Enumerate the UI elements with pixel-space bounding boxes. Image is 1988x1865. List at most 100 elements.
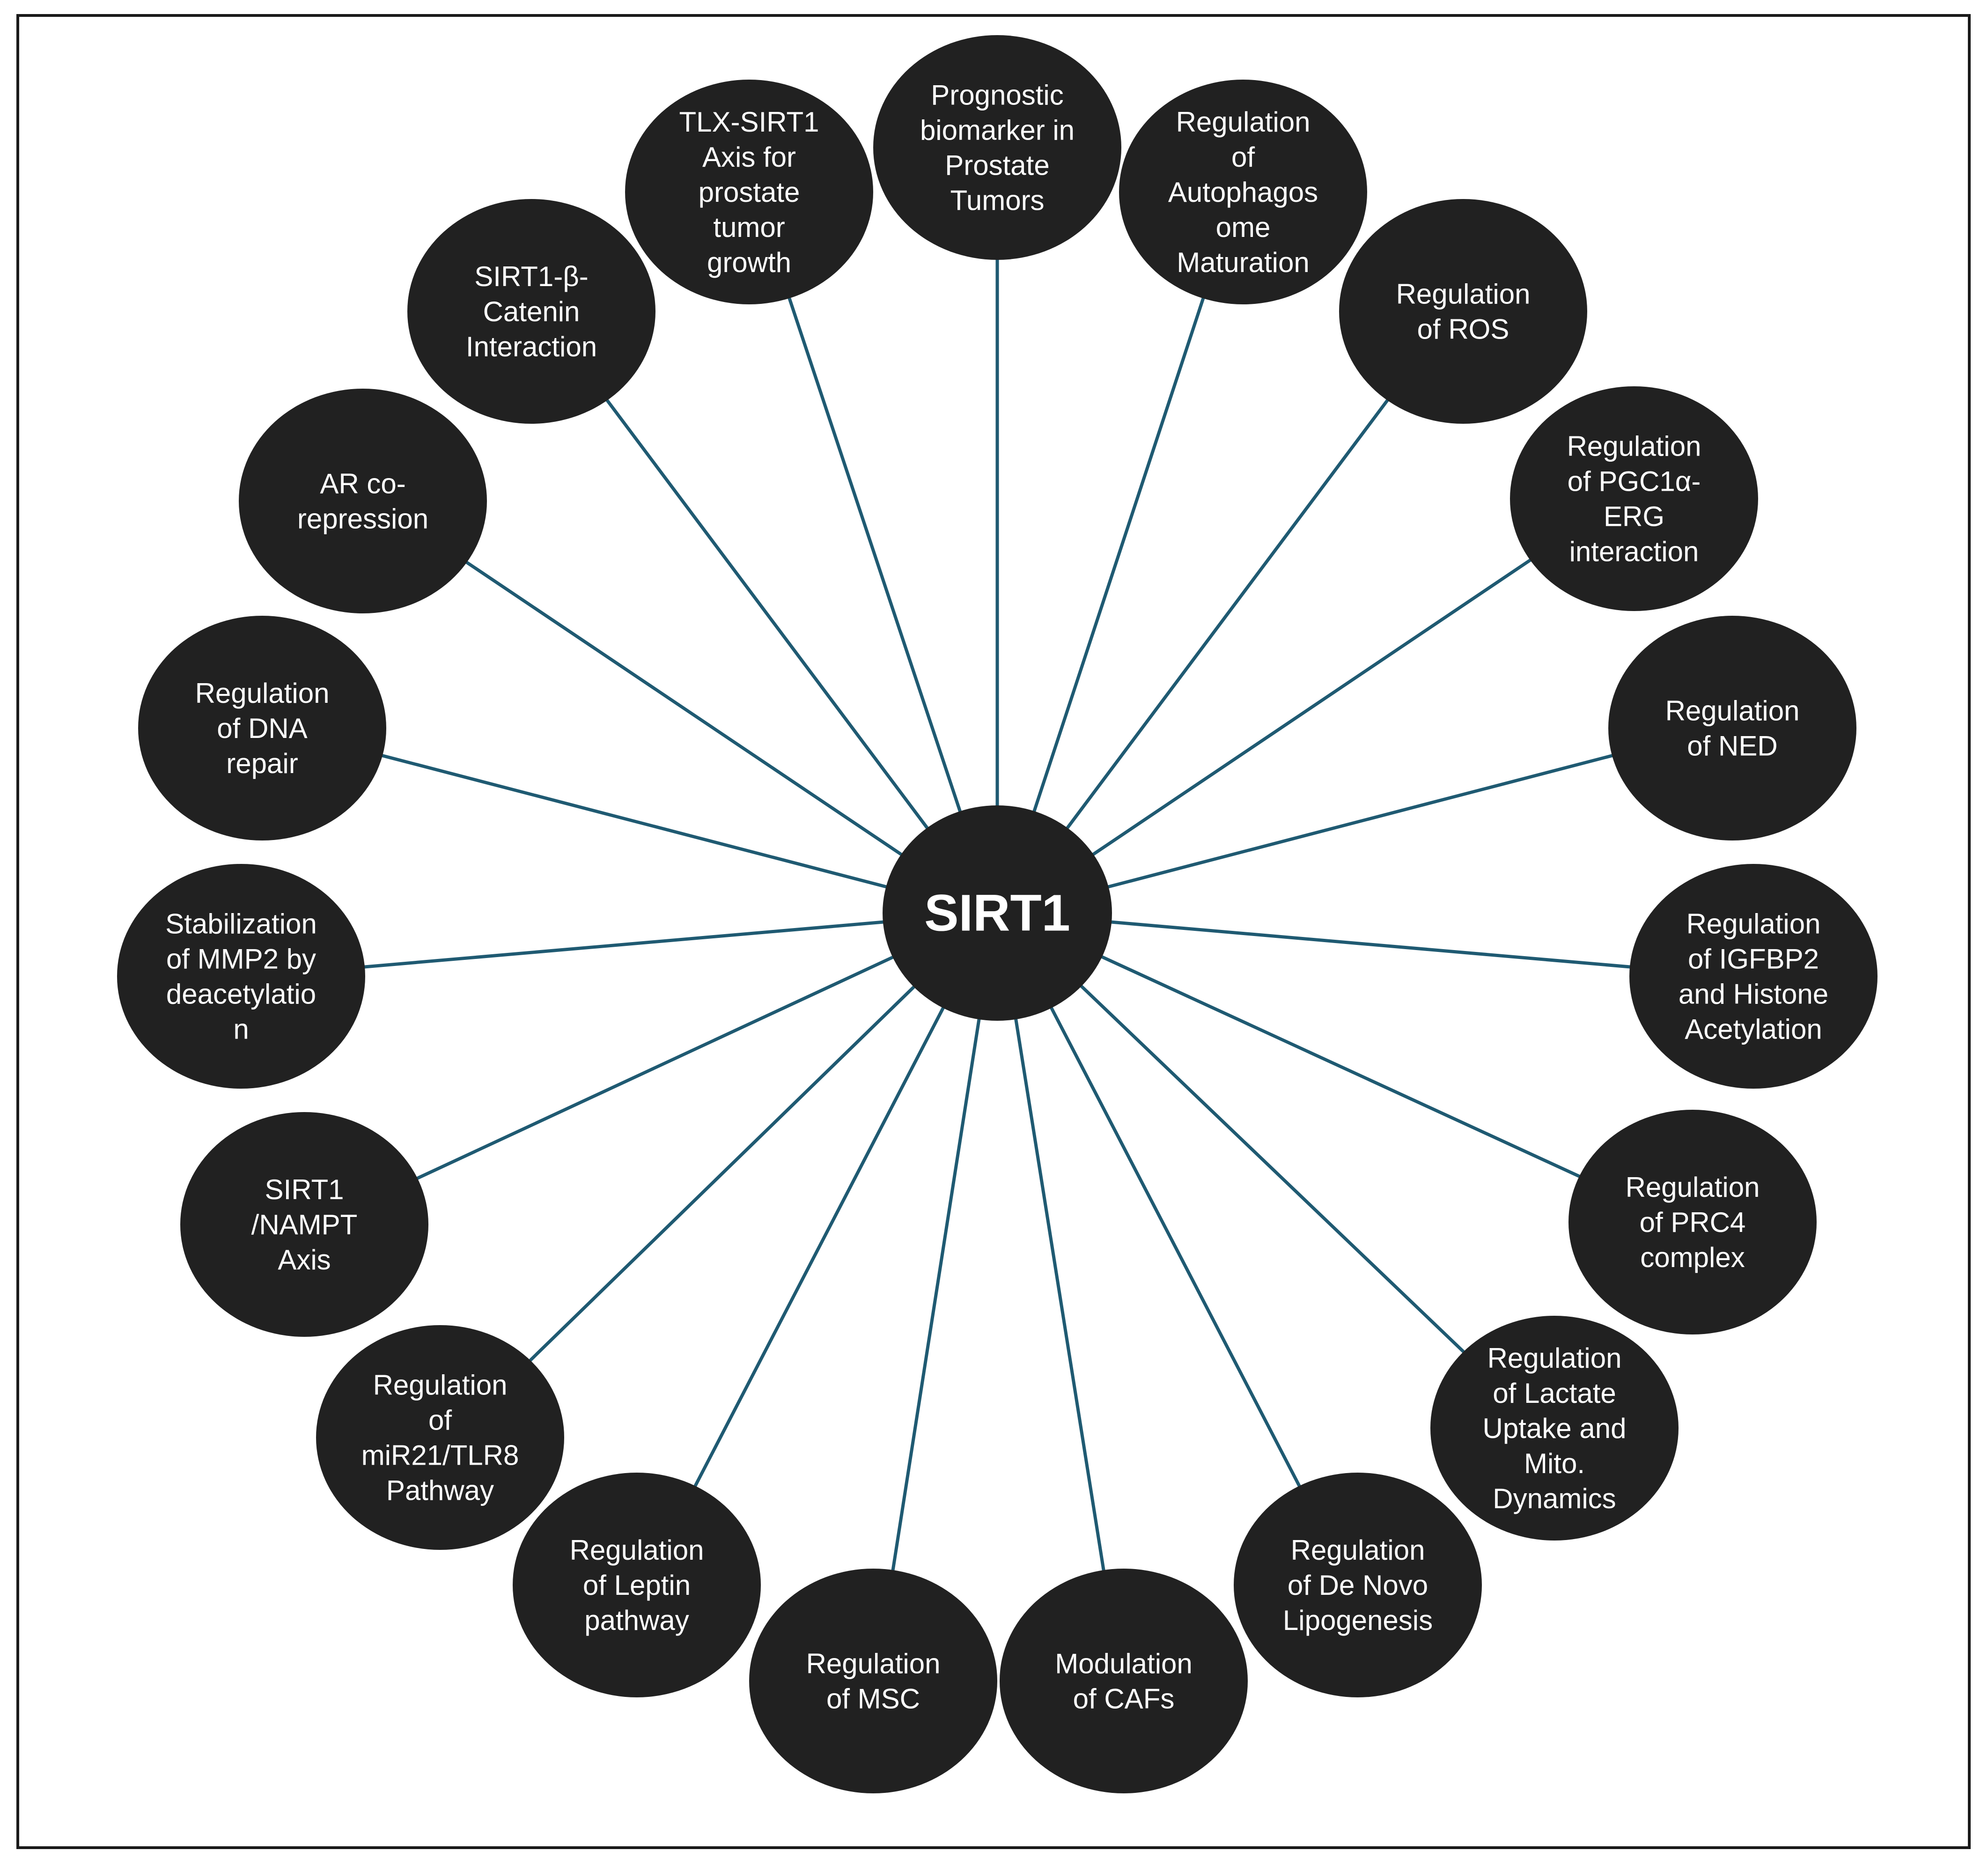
connector-cafs xyxy=(1014,1017,1106,1574)
node-label-line: of xyxy=(1231,141,1255,173)
connector-ned xyxy=(1105,753,1616,889)
connector-mir21-tlr8 xyxy=(526,984,917,1364)
node-label: AR co-repression xyxy=(297,468,428,535)
node-circle xyxy=(1234,1473,1482,1697)
node-label-line: of MSC xyxy=(826,1683,920,1715)
node-label-line: Catenin xyxy=(483,296,580,327)
hub-node: SIRT1 xyxy=(883,805,1112,1021)
hub-label: SIRT1 xyxy=(924,885,1070,942)
node-label-line: ERG xyxy=(1604,501,1664,532)
node-circle xyxy=(1339,199,1587,424)
node-label-line: Regulation xyxy=(806,1648,941,1680)
node-circle xyxy=(316,1325,564,1550)
node-label-line: Regulation xyxy=(1686,908,1821,940)
node-label-line: repair xyxy=(226,748,298,779)
node-label-line: Interaction xyxy=(466,331,597,362)
node-label-line: biomarker in xyxy=(920,115,1075,146)
node-label-line: Regulation xyxy=(1567,431,1701,462)
node-label-line: of PRC4 xyxy=(1640,1207,1746,1238)
node-circle xyxy=(1568,1110,1817,1334)
node-label-line: Regulation xyxy=(570,1534,704,1566)
connector-pgc1a-erg xyxy=(1090,557,1534,857)
connector-sirt1-nampt-axis xyxy=(413,955,896,1181)
node-circle xyxy=(117,864,365,1089)
node-label-line: Prognostic xyxy=(931,80,1063,111)
node-label-line: of ROS xyxy=(1417,314,1509,345)
node-label-line: Dynamics xyxy=(1493,1483,1616,1514)
connector-dna-repair xyxy=(378,753,889,889)
node-circle xyxy=(513,1473,761,1697)
node-label: Regulation of ROS xyxy=(1396,279,1531,345)
connector-prc4-complex xyxy=(1099,954,1583,1179)
node-ros: Regulation of ROS xyxy=(1339,199,1587,424)
node-circle xyxy=(749,1569,997,1793)
node-ar-corepression: AR co-repression xyxy=(239,389,487,613)
node-label-line: Autophagos xyxy=(1168,177,1318,208)
node-circle xyxy=(180,1112,428,1337)
node-label-line: of IGFBP2 xyxy=(1688,944,1819,975)
node-label-line: Mito. xyxy=(1524,1448,1585,1479)
node-label-line: Lipogenesis xyxy=(1283,1605,1433,1636)
connector-mmp2-stabilization xyxy=(361,920,886,969)
node-label-line: of NED xyxy=(1687,730,1777,762)
node-label-line: Stabilization xyxy=(165,908,317,940)
connector-lactate-uptake xyxy=(1078,983,1467,1356)
node-label-line: Acetylation xyxy=(1685,1014,1822,1045)
node-label-line: TLX-SIRT1 xyxy=(679,106,819,138)
node-label-line: of Lactate xyxy=(1493,1378,1616,1409)
node-label-line: tumor xyxy=(713,212,785,243)
node-label-line: deacetylatio xyxy=(166,979,316,1010)
connector-autophagosome xyxy=(1032,295,1206,814)
node-circle xyxy=(1629,864,1878,1089)
connector-lines xyxy=(361,256,1634,1574)
connector-ros xyxy=(1065,396,1391,831)
node-label-line: ome xyxy=(1216,212,1271,243)
node-label-line: AR co- xyxy=(320,468,405,500)
node-circle xyxy=(407,199,655,424)
connector-igfbp2-histone xyxy=(1109,920,1634,969)
node-label-line: of MMP2 by xyxy=(166,944,316,975)
node-label-line: Axis xyxy=(278,1244,331,1275)
connector-de-novo-lipogenesis xyxy=(1049,1005,1303,1490)
node-circle xyxy=(1430,1316,1679,1541)
node-label-line: of De Novo xyxy=(1288,1570,1428,1601)
node-label-line: Maturation xyxy=(1177,247,1309,278)
node-label-line: Regulation xyxy=(1396,279,1531,310)
node-label-line: Regulation xyxy=(1176,106,1311,138)
node-label-line: Uptake and xyxy=(1483,1413,1627,1444)
node-label-line: Regulation xyxy=(373,1370,508,1401)
node-label-line: miR21/TLR8 xyxy=(361,1440,519,1471)
node-label-line: Tumors xyxy=(950,185,1044,216)
node-label-line: Regulation xyxy=(1665,695,1800,727)
node-circle xyxy=(1119,80,1367,304)
node-label-line: Pathway xyxy=(386,1475,494,1506)
connector-msc xyxy=(891,1017,981,1574)
node-label-line: of xyxy=(428,1405,452,1436)
node-label-line: SIRT1-β- xyxy=(474,261,588,292)
